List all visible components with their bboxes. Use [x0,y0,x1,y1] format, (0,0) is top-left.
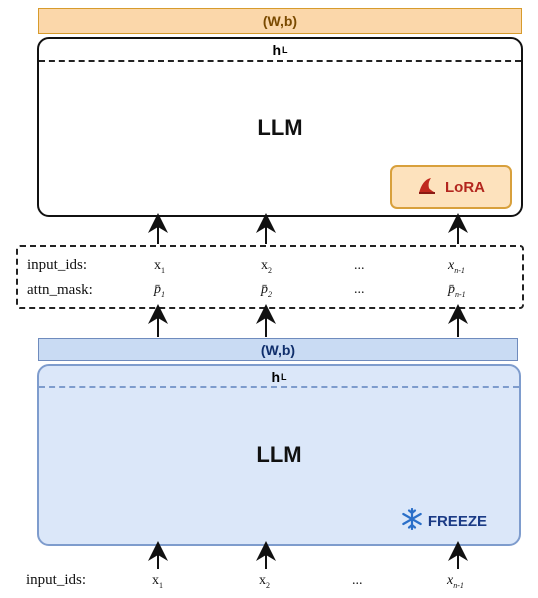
bottom-hidden-sup: L [281,372,287,382]
top-llm-title: LLM [257,115,303,140]
middle-mask-pn-1: p̄n-1 [448,282,466,299]
lora-label: LoRA [445,178,485,196]
top-hidden-sup: L [282,45,288,55]
middle-mask-p2: p̄2 [261,282,272,299]
top-hidden-divider [39,60,521,62]
bottom-llm-title: LLM [256,442,302,467]
bottom-token-ellipsis: ... [352,573,363,588]
middle-token-ellipsis: ... [354,258,365,273]
bottom-output-head: (W,b) [38,338,518,361]
middle-token-xn-1: xn-1 [448,258,465,275]
top-hidden-base: h [272,42,282,58]
middle-token-x1: x1 [154,258,165,275]
top-output-head: (W,b) [38,8,522,34]
top-head-label: (W,b) [262,13,298,29]
bottom-hidden-divider [39,386,519,388]
bottom-hidden-base: h [271,369,281,385]
middle-mask-ellipsis: ... [354,282,365,297]
middle-input-ids-label: input_ids: [27,257,88,273]
snowflake-icon [401,507,423,534]
middle-attn-mask-label: attn_mask: [27,282,93,298]
lora-badge: LoRA [390,165,512,209]
bottom-token-x1: x1 [152,573,163,590]
bottom-token-x2: x2 [259,573,270,590]
middle-token-x2: x2 [261,258,272,275]
freeze-label: FREEZE [427,512,487,530]
bottom-token-xn-1: xn-1 [447,573,464,590]
lora-hat-icon [417,175,437,199]
bottom-input-ids-label: input_ids: [26,572,87,588]
bottom-head-label: (W,b) [260,341,296,358]
freeze-badge: FREEZE [401,507,487,534]
middle-mask-p1: p̄1 [154,282,165,299]
